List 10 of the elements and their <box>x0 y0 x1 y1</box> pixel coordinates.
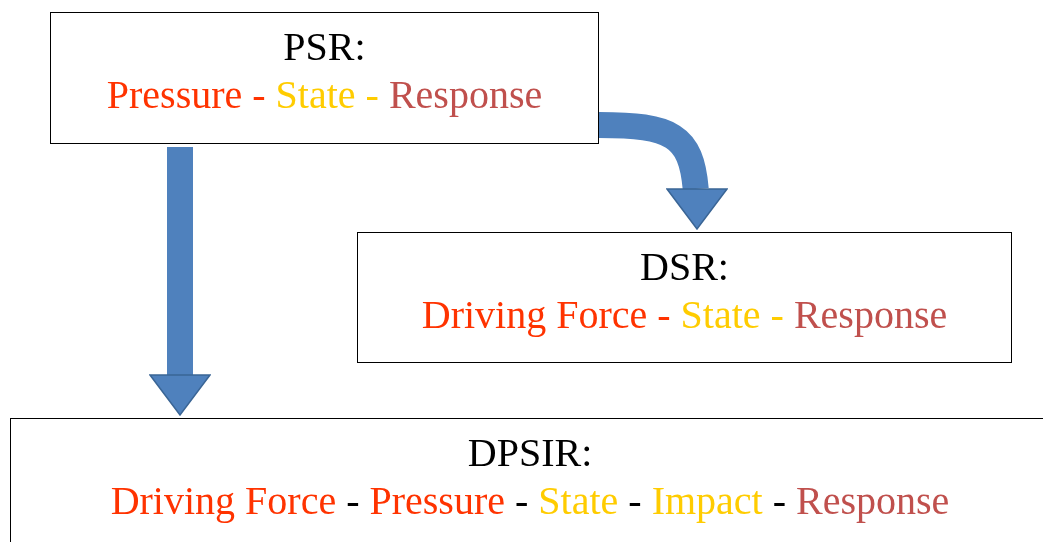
text-box <box>357 232 1012 363</box>
block-arrow <box>149 147 211 416</box>
text-box <box>50 12 599 144</box>
model-name: DSR: <box>639 243 730 291</box>
model-components: Driving Force - Pressure - State - Impact - Response <box>109 477 951 525</box>
model-components: Pressure - State - Response <box>105 71 544 119</box>
model-components: Driving Force - State - Response <box>420 291 949 339</box>
text-box <box>10 418 1043 542</box>
model-name: DPSIR: <box>466 429 594 477</box>
model-name: PSR: <box>282 23 367 71</box>
